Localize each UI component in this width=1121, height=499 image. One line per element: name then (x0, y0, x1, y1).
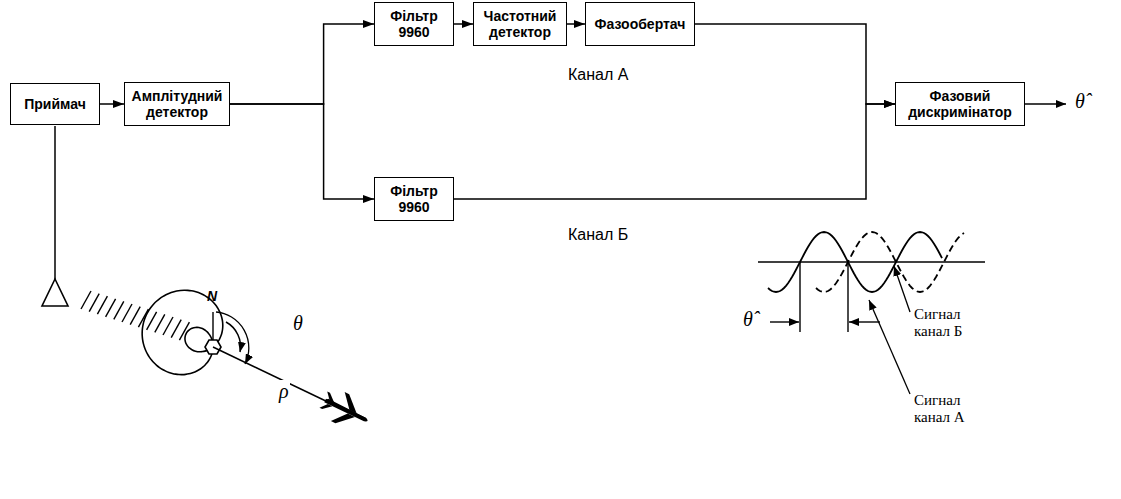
box-label: Фільтр 9960 (378, 183, 450, 215)
antenna-feed (54, 126, 56, 279)
hatch-stroke (89, 294, 99, 312)
leader-arrow (869, 300, 910, 394)
hatch-stroke (97, 296, 107, 314)
process-box: Фільтр 9960 (374, 2, 454, 46)
signal-connector (454, 23, 473, 25)
output-arrow (1025, 103, 1066, 105)
hatch-stroke (130, 307, 140, 325)
symbol-label: N (207, 288, 217, 304)
symbol-label: θ̂ (1074, 90, 1086, 113)
hatch-stroke (147, 312, 157, 330)
channel-label: Канал А (568, 66, 628, 84)
rotation-arrow (226, 322, 241, 352)
phase-tick (799, 262, 800, 332)
symbol-label: ρ (278, 380, 290, 403)
signal-connector (230, 24, 374, 104)
hatch-stroke (106, 299, 116, 317)
box-label: Фазообертач (595, 16, 686, 32)
process-box: Фазообертач (585, 2, 695, 46)
signal-b-wave (816, 232, 964, 292)
signal-label: Сигнал канал А (914, 392, 974, 427)
symbol-label: θ̂ (742, 308, 754, 331)
signal-connector (100, 103, 124, 105)
hatch-stroke (155, 314, 165, 332)
hatch-stroke (81, 291, 91, 309)
time-axis (758, 261, 985, 263)
process-box: Фазовий дискримінатор (895, 82, 1025, 126)
leader-arrow (894, 266, 910, 312)
signal-label: Сигнал канал Б (914, 306, 974, 341)
signal-connector (230, 104, 374, 199)
hatch-stroke (114, 301, 124, 319)
aircraft-symbol (316, 385, 374, 435)
signal-connector (454, 104, 895, 199)
hatch-stroke (122, 304, 132, 322)
phase-tick (847, 262, 848, 332)
phase-arrow (770, 321, 799, 322)
symbol-label: θ (292, 312, 304, 335)
box-label: Частотний детектор (477, 8, 563, 40)
box-label: Фільтр 9960 (378, 8, 450, 40)
signal-connector (567, 23, 585, 25)
range-ray (213, 347, 330, 403)
process-box: Амплітудний детектор (124, 82, 230, 126)
process-box: Приймач (10, 83, 100, 125)
box-label: Фазовий дискримінатор (899, 88, 1021, 120)
channel-label: Канал Б (568, 226, 628, 244)
radiation-hatch (81, 291, 189, 340)
box-label: Амплітудний детектор (128, 88, 226, 120)
signal-connector (695, 24, 895, 104)
process-box: Частотний детектор (473, 2, 567, 46)
phase-arrow (849, 321, 880, 322)
antenna-symbol (42, 279, 68, 306)
signal-a-wave (768, 232, 942, 292)
box-label: Приймач (24, 96, 86, 112)
hatch-stroke (171, 320, 181, 338)
process-box: Фільтр 9960 (374, 177, 454, 221)
hatch-stroke (163, 317, 173, 335)
